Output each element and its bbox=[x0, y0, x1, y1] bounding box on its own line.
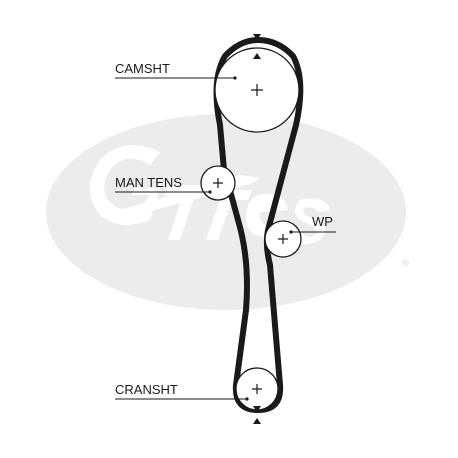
top-timing-mark-down-triangle-icon bbox=[253, 34, 261, 40]
tensioner-callout: MAN TENS bbox=[115, 175, 212, 194]
tensioner-label: MAN TENS bbox=[115, 175, 182, 190]
crankshaft-label: CRANSHT bbox=[115, 382, 178, 397]
cam-timing-mark-up-triangle-icon bbox=[253, 53, 261, 59]
bottom-timing-mark-up-triangle-icon bbox=[253, 418, 261, 424]
crank-timing-mark-down-triangle-icon bbox=[253, 406, 261, 412]
tensioner-center-cross-icon bbox=[213, 178, 223, 188]
camshaft-label: CAMSHT bbox=[115, 61, 170, 76]
timing-belt bbox=[213, 37, 304, 413]
tensioner-leader-dot bbox=[208, 190, 212, 194]
crankshaft-leader-dot bbox=[245, 397, 249, 401]
registered-mark: ® bbox=[402, 258, 409, 268]
crankshaft-callout: CRANSHT bbox=[115, 382, 249, 401]
camshaft-pulley bbox=[214, 47, 300, 133]
camshaft-callout: CAMSHT bbox=[115, 61, 237, 80]
water-pump-leader-dot bbox=[289, 230, 293, 234]
water-pump-callout: WP bbox=[289, 214, 336, 234]
gates-watermark-logo: ® bbox=[46, 114, 409, 310]
crankshaft-center-cross-icon bbox=[252, 384, 262, 394]
watermark-lettering bbox=[90, 145, 330, 245]
crankshaft-pulley bbox=[235, 367, 279, 411]
water-pump-pulley bbox=[264, 220, 302, 258]
tensioner-pulley bbox=[200, 165, 236, 201]
water-pump-label: WP bbox=[312, 214, 333, 229]
camshaft-center-cross-icon bbox=[251, 84, 263, 96]
water-pump-center-cross-icon bbox=[278, 234, 288, 244]
camshaft-leader-dot bbox=[233, 76, 237, 80]
